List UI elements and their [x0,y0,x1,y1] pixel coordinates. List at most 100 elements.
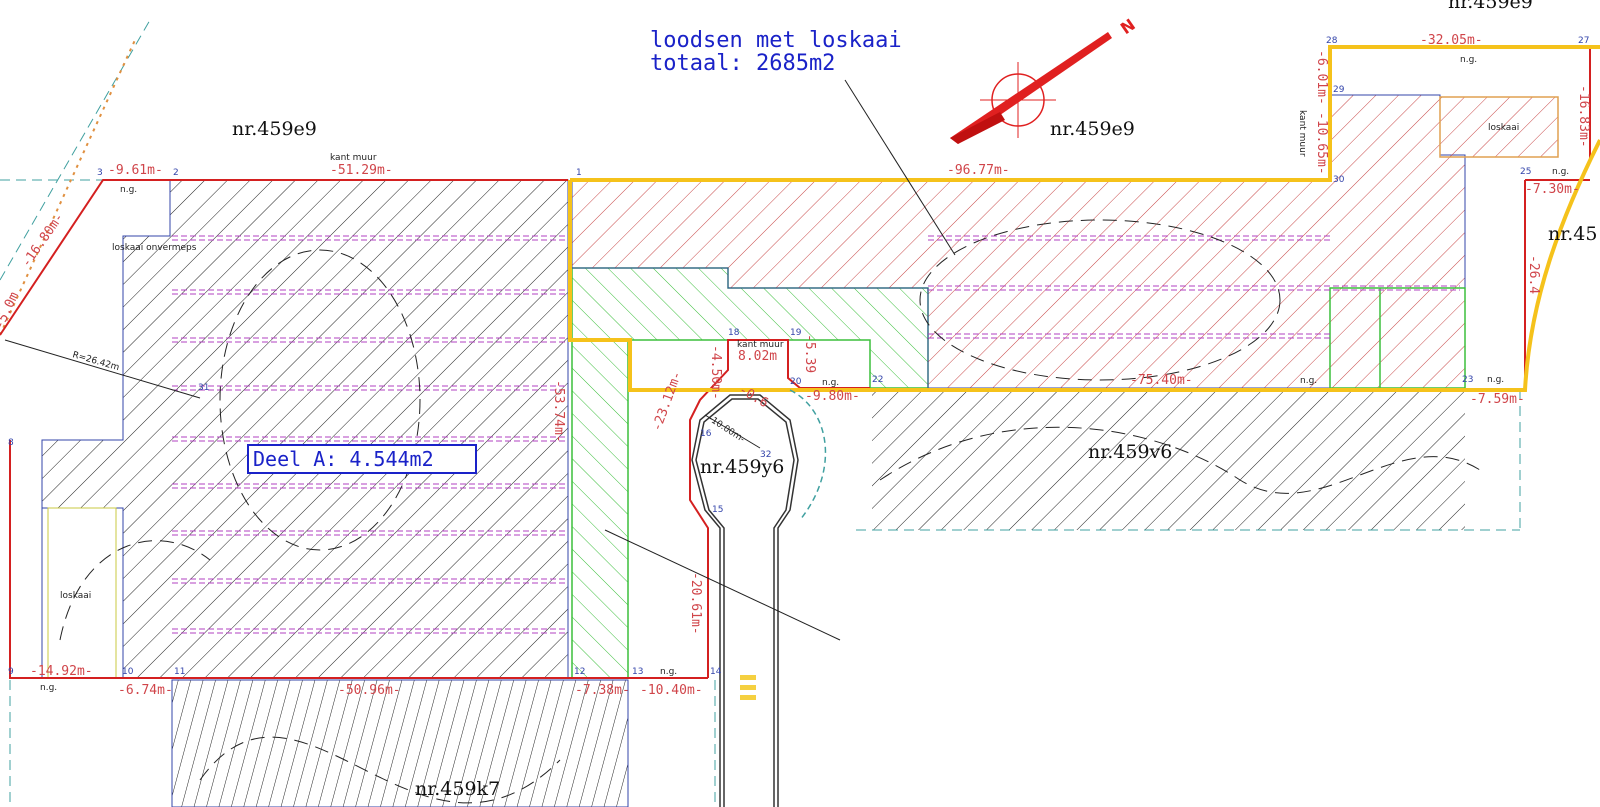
point-number: 13 [632,667,643,677]
dimension: -7.30m- [1525,182,1580,197]
dimension: -16.83m- [1576,85,1591,148]
point-numbers: 1 2 3 8 9 10 11 12 13 14 15 16 18 19 20 … [8,36,1589,677]
point-number: 30 [1333,175,1345,185]
note-ng: n.g. [660,667,677,677]
dimension: -9.61m- [108,163,163,178]
dimension: -50.96m- [338,683,401,698]
radius-line [4,339,201,399]
point-number: 31 [198,383,209,393]
area-459k7 [171,679,629,807]
dimension: -0.6 [736,382,771,411]
notes: kant muur kant muur kant muur n.g. n.g. … [40,55,1569,693]
point-number: 10 [122,667,134,677]
property-lines [0,47,1591,679]
rail-lines [172,235,1460,634]
dimension: R=26.42m [71,350,120,373]
point-number: 14 [710,667,722,677]
dimension: -9.80m- [805,389,860,404]
dimension: -5.39 [802,334,817,373]
point-number: 23 [1462,375,1473,385]
note-ng: n.g. [1552,167,1569,177]
parcel-label: nr.459k7 [415,778,500,800]
dimension: -14.92m- [30,664,93,679]
dimension: -7.59m- [1470,392,1525,407]
point-number: 18 [728,328,740,338]
dimension: -16.80m- [19,210,67,270]
note-ng: n.g. [120,185,137,195]
turning-paths [59,219,1481,804]
dimension: -10.40m- [640,683,703,698]
point-number: 8 [8,438,14,448]
point-number: 12 [574,667,585,677]
note-kant-muur: kant muur [737,340,784,350]
area-loskaai-right [1439,96,1559,158]
point-number: 9 [8,667,14,677]
radius-line-y6 [704,414,761,449]
point-number: 25 [1520,167,1531,177]
dimension: -32.05m- [1420,33,1483,48]
loodsen-boundary [568,45,1600,392]
fence-line [0,39,136,336]
point-number: 32 [760,450,771,460]
point-number: 28 [1326,36,1338,46]
note-ng: n.g. [1300,376,1317,386]
point-number: 29 [1333,85,1345,95]
note-loskaai: loskaai [60,591,91,601]
note-loskaai-onverhard: loskaai onvermeps [112,243,197,253]
parcel-label: nr.459e9 [1050,118,1135,140]
dimension: -10.65m- [1314,112,1329,175]
parcel-boundaries [0,19,1521,807]
note-ng: n.g. [1460,55,1477,65]
deel-a-box [247,444,477,474]
point-number: 11 [174,667,185,677]
parcel-label: nr.45 [1548,223,1597,245]
point-number: 22 [872,375,883,385]
dimension: -5.0m [0,290,22,332]
parcel-label: nr.459e9 [1448,0,1533,13]
point-number: 1 [576,168,582,178]
dimension: -20.61m- [688,572,703,635]
north-label: N [1117,15,1139,38]
leader-line-title [844,79,956,256]
note-loskaai: loskaai [1488,123,1519,133]
title-line1: loodsen met loskaai [650,28,902,53]
point-number: 19 [790,328,802,338]
cul-de-sac [691,389,827,807]
dimension: -10.00m- [706,414,746,445]
title-line2: totaal: 2685m2 [650,51,835,76]
dimension: -6.74m- [118,683,173,698]
parcel-label: nr.459v6 [1088,441,1172,463]
dimension: -7.38m- [575,683,630,698]
north-arrow-icon: N [950,15,1139,144]
point-number: 3 [97,168,103,178]
point-number: 2 [173,168,179,178]
dimension: -96.77m- [947,163,1010,178]
note-kant-muur: kant muur [1297,110,1307,157]
hatched-areas [41,94,1559,807]
road-marking [740,675,756,700]
dimension: -26.4 [1526,255,1541,294]
dimension: -6.01m- [1314,50,1329,105]
note-ng: n.g. [822,378,839,388]
note-ng: n.g. [1487,375,1504,385]
note-ng: n.g. [40,683,57,693]
dimension: 8.02m [738,349,777,364]
point-number: 20 [790,377,802,387]
area-459v6 [872,392,1465,530]
area-loskaai-left [41,507,124,679]
parcel-label: nr.459y6 [700,456,784,478]
point-number: 16 [700,429,712,439]
point-number: 15 [712,505,723,515]
leader-line [604,529,841,641]
dimension: -75.40m- [1130,373,1193,388]
dimension: -51.29m- [330,163,393,178]
dimension: -53.74m- [551,380,566,443]
parcel-label: nr.459e9 [232,118,317,140]
parcel-labels: nr.459e9 nr.459e9 nr.459e9 nr.459y6 nr.4… [232,0,1597,800]
deel-a-label: Deel A: 4.544m2 [253,447,434,471]
dimension: -4.50m- [708,345,723,400]
point-number: 27 [1578,36,1589,46]
dimension: -23.12m- [650,369,686,433]
note-kant-muur: kant muur [330,153,377,163]
